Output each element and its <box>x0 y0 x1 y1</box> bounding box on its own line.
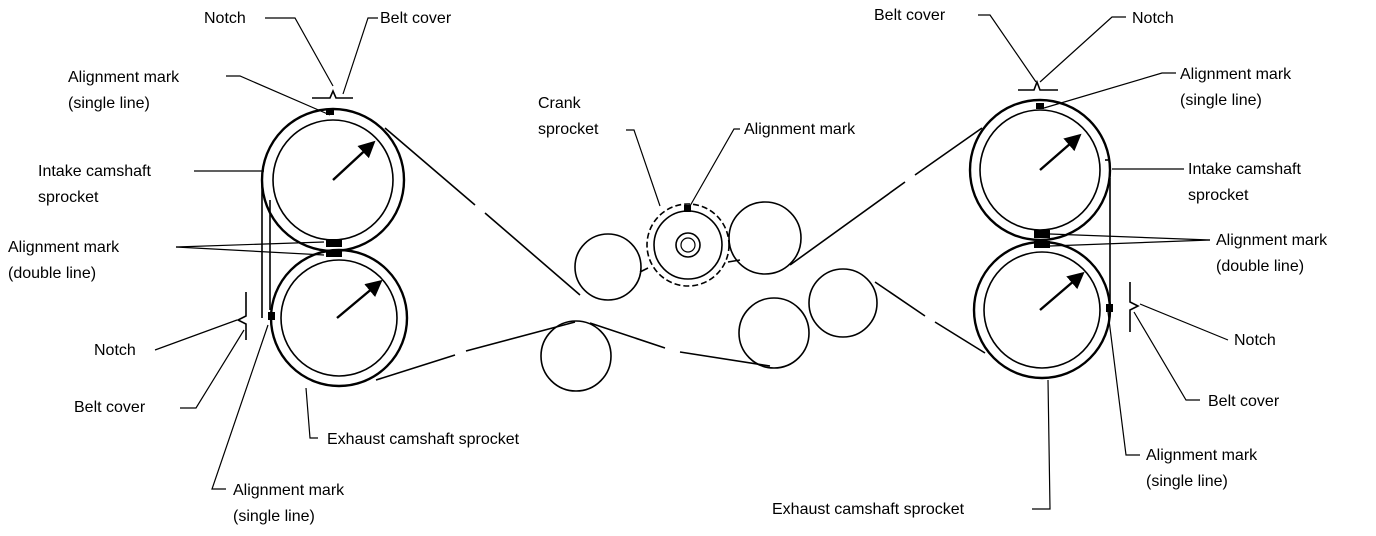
label-right-alignment-double-1: Alignment mark <box>1216 232 1328 249</box>
label-right-belt-cover-top: Belt cover <box>874 7 946 24</box>
label-left-alignment-single-top-1: Alignment mark <box>68 69 180 86</box>
left-belt-cover-bottom <box>236 292 247 340</box>
idler-right-upper <box>728 201 802 275</box>
label-left-notch-top: Notch <box>204 10 246 27</box>
label-right-intake-2: sprocket <box>1188 187 1249 204</box>
idler-right-mid <box>808 268 878 338</box>
label-left-alignment-single-top-2: (single line) <box>68 95 150 112</box>
leader-lines <box>154 14 1229 510</box>
crank-sprocket <box>646 203 730 287</box>
label-left-belt-cover-bottom: Belt cover <box>74 399 146 416</box>
label-left-exhaust: Exhaust camshaft sprocket <box>327 431 520 448</box>
right-single-line-mark-bottom <box>1106 304 1113 312</box>
left-intake-camshaft-sprocket <box>260 107 406 253</box>
idler-left-lower <box>540 320 612 392</box>
label-right-notch-bottom: Notch <box>1234 332 1276 349</box>
label-left-alignment-double-2: (double line) <box>8 265 96 282</box>
label-right-alignment-double-2: (double line) <box>1216 258 1304 275</box>
label-left-alignment-single-bottom-2: (single line) <box>233 508 315 525</box>
idler-left-upper <box>574 233 642 301</box>
label-right-alignment-single-top-1: Alignment mark <box>1180 66 1292 83</box>
right-belt-cover-bottom <box>1129 282 1140 332</box>
right-single-line-mark-top <box>1036 103 1044 109</box>
label-crank-2: sprocket <box>538 121 599 138</box>
label-left-alignment-single-bottom-1: Alignment mark <box>233 482 345 499</box>
label-right-notch-top: Notch <box>1132 10 1174 27</box>
left-single-line-mark-bottom <box>268 312 275 320</box>
label-left-belt-cover-top: Belt cover <box>380 10 452 27</box>
right-double-line-mark <box>1034 230 1050 248</box>
label-center-alignment: Alignment mark <box>744 121 856 138</box>
left-single-line-mark-top <box>326 109 334 115</box>
label-right-alignment-single-top-2: (single line) <box>1180 92 1262 109</box>
left-double-line-mark <box>326 239 342 257</box>
label-right-alignment-single-bottom-2: (single line) <box>1146 473 1228 490</box>
label-crank-1: Crank <box>538 95 582 112</box>
label-left-intake-2: sprocket <box>38 189 99 206</box>
timing-belt <box>375 127 1108 381</box>
label-right-belt-cover-bottom: Belt cover <box>1208 393 1280 410</box>
label-right-alignment-single-bottom-1: Alignment mark <box>1146 447 1258 464</box>
right-intake-camshaft-sprocket <box>968 98 1112 242</box>
label-right-exhaust: Exhaust camshaft sprocket <box>772 501 965 518</box>
left-belt-cover-top <box>312 88 353 99</box>
idler-right-lower <box>738 297 810 369</box>
label-left-notch-bottom: Notch <box>94 342 136 359</box>
right-belt-cover-top <box>1018 79 1058 91</box>
label-left-intake-1: Intake camshaft <box>38 163 152 180</box>
right-exhaust-camshaft-sprocket <box>972 240 1112 380</box>
left-exhaust-camshaft-sprocket <box>269 248 409 388</box>
label-right-intake-1: Intake camshaft <box>1188 161 1302 178</box>
label-left-alignment-double-1: Alignment mark <box>8 239 120 256</box>
